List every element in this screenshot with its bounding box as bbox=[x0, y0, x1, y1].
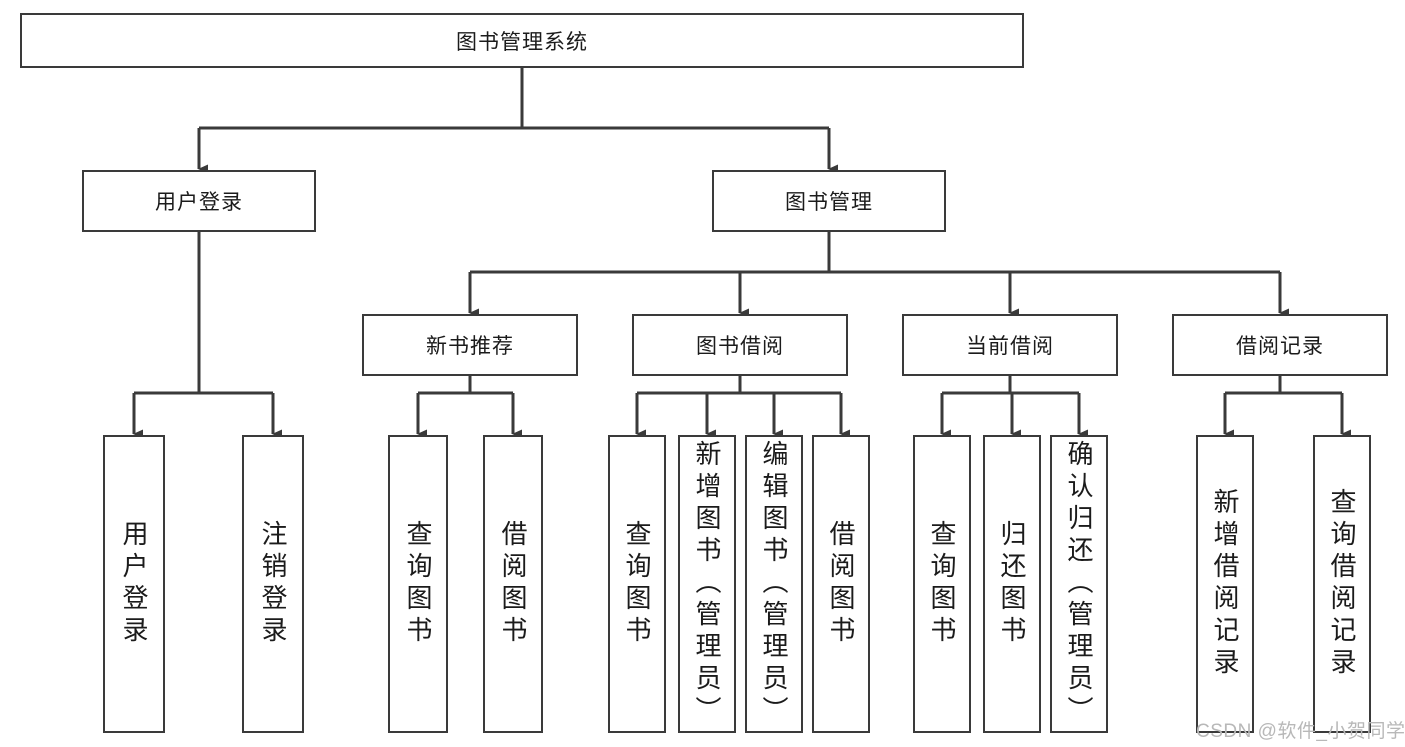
node-new-book-rec[interactable]: 新书推荐 bbox=[362, 314, 578, 376]
node-leaf-query-book-1[interactable]: 查询图书 bbox=[388, 435, 448, 733]
node-leaf-add-record[interactable]: 新增借阅记录 bbox=[1196, 435, 1254, 733]
node-leaf-confirm-return[interactable]: 确认归还（管理员） bbox=[1050, 435, 1108, 733]
node-leaf-borrow-book-1[interactable]: 借阅图书 bbox=[483, 435, 543, 733]
node-leaf-logout[interactable]: 注销登录 bbox=[242, 435, 304, 733]
node-book-manage[interactable]: 图书管理 bbox=[712, 170, 946, 232]
node-leaf-borrow-book-2[interactable]: 借阅图书 bbox=[812, 435, 870, 733]
node-user-login[interactable]: 用户登录 bbox=[82, 170, 316, 232]
node-root[interactable]: 图书管理系统 bbox=[20, 13, 1024, 68]
node-leaf-edit-book[interactable]: 编辑图书（管理员） bbox=[745, 435, 803, 733]
node-leaf-query-book-2[interactable]: 查询图书 bbox=[608, 435, 666, 733]
node-leaf-query-record[interactable]: 查询借阅记录 bbox=[1313, 435, 1371, 733]
node-leaf-query-book-3[interactable]: 查询图书 bbox=[913, 435, 971, 733]
node-current-borrow[interactable]: 当前借阅 bbox=[902, 314, 1118, 376]
node-book-borrow[interactable]: 图书借阅 bbox=[632, 314, 848, 376]
node-borrow-record[interactable]: 借阅记录 bbox=[1172, 314, 1388, 376]
node-leaf-add-book[interactable]: 新增图书（管理员） bbox=[678, 435, 736, 733]
csdn-watermark: CSDN @软件_小贺同学 bbox=[1196, 721, 1405, 742]
node-leaf-return-book[interactable]: 归还图书 bbox=[983, 435, 1041, 733]
node-leaf-user-login[interactable]: 用户登录 bbox=[103, 435, 165, 733]
